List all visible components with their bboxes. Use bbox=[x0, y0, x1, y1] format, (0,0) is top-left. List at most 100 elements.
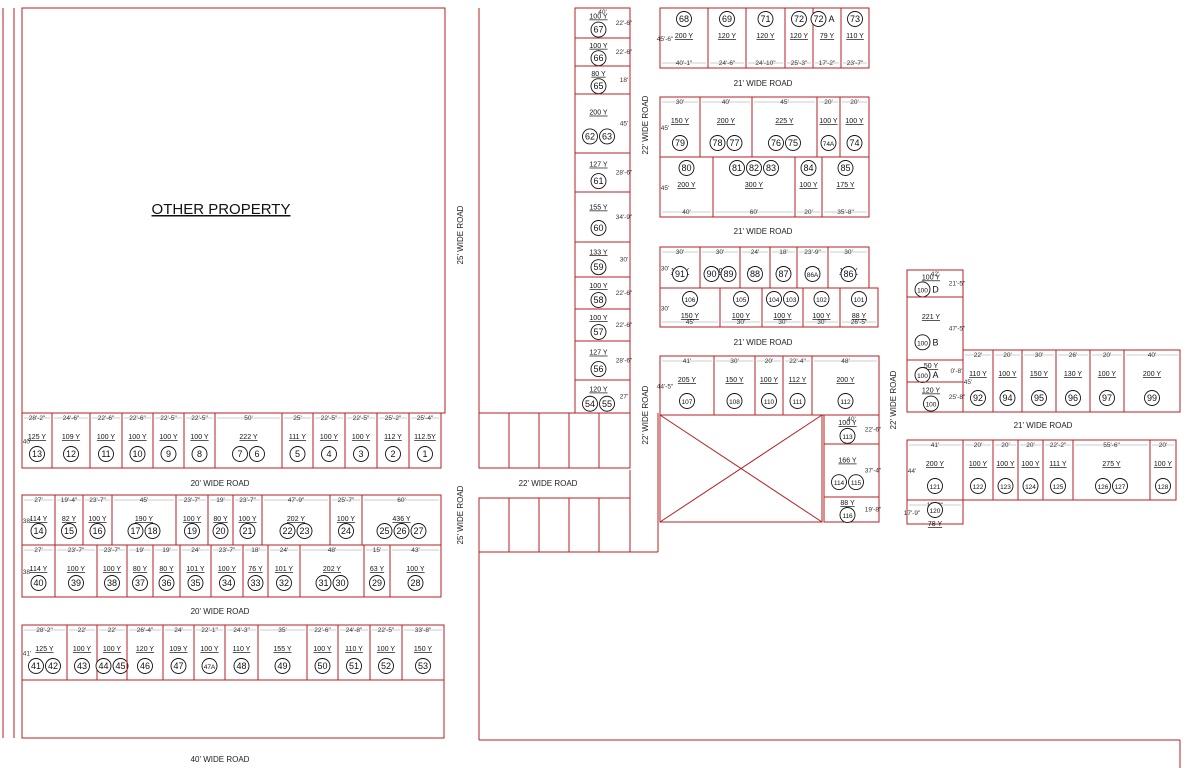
plot[interactable]: 25'-2"112 Y2 bbox=[376, 412, 410, 469]
plot[interactable]: 18'60 Y87 bbox=[769, 246, 798, 289]
plot[interactable]: 23'-7"100 Y34 bbox=[210, 544, 244, 598]
plot[interactable]: 23'-7"100 Y38 bbox=[96, 544, 128, 598]
plot[interactable]: 25'-7"100 Y24 bbox=[329, 494, 363, 546]
plot[interactable]: 15'63 Y29 bbox=[363, 544, 391, 598]
plot[interactable]: 35'155 Y49 bbox=[257, 624, 308, 681]
plot[interactable]: 30'100 Y86 bbox=[827, 246, 870, 289]
plot[interactable]: 22'-5"100 Y9 bbox=[152, 412, 185, 469]
plot[interactable]: 23'-7"100 Y16 bbox=[82, 494, 113, 546]
plot[interactable]: 22'-5"100 Y52 bbox=[369, 624, 403, 681]
plot[interactable]: 24'80 Y88 bbox=[739, 246, 771, 289]
plot[interactable]: 27'114 Y14 bbox=[21, 494, 56, 546]
plot[interactable]: 24'109 Y47 bbox=[162, 624, 195, 681]
plot[interactable]: 24'-3"110 Y48 bbox=[224, 624, 259, 681]
plot[interactable]: 26'-4"120 Y46 bbox=[126, 624, 164, 681]
plot[interactable]: 19'-4"82 Y15 bbox=[54, 494, 84, 546]
plot[interactable]: 20'100 Y74 bbox=[839, 96, 870, 158]
plot[interactable]: 25'-4"112.5Y1 bbox=[408, 412, 442, 469]
plot[interactable]: 25'111 Y5 bbox=[281, 412, 314, 469]
plot[interactable]: 22'-6"100 Y50 bbox=[306, 624, 339, 681]
plot[interactable]: 19'80 Y37 bbox=[126, 544, 154, 598]
plot[interactable]: 18'76 Y33 bbox=[242, 544, 269, 598]
plot[interactable]: 40'200 Y99 bbox=[1123, 349, 1181, 413]
plot[interactable]: 23'-7"100 Y21 bbox=[232, 494, 263, 546]
plot[interactable]: 24'101 Y32 bbox=[267, 544, 301, 598]
plot[interactable]: 26'130 Y96 bbox=[1055, 349, 1091, 413]
plot[interactable]: 24'-6"109 Y12 bbox=[51, 412, 91, 469]
plot[interactable]: 22'110 Y92 bbox=[962, 349, 994, 413]
plot[interactable]: 22'-5"100 Y4 bbox=[312, 412, 346, 469]
plot[interactable]: 23'-7"100 Y39 bbox=[54, 544, 98, 598]
plot[interactable]: 23'-9"79 Y86A bbox=[796, 246, 829, 289]
plot[interactable]: 27'114 Y40 bbox=[21, 544, 56, 598]
plot[interactable]: 30'150 Y95 bbox=[1021, 349, 1057, 413]
plot[interactable]: 19'80 Y36 bbox=[152, 544, 181, 598]
plot[interactable]: 22'-5"100 Y8 bbox=[183, 412, 216, 469]
plot[interactable]: 19'80 Y20 bbox=[207, 494, 234, 546]
plot[interactable]: 24'101 Y35 bbox=[179, 544, 212, 598]
plot[interactable]: 22'-6"100 Y11 bbox=[89, 412, 123, 469]
plot[interactable]: 20'100 Y97 bbox=[1089, 349, 1125, 413]
plot[interactable]: 23'-7"100 Y19 bbox=[175, 494, 209, 546]
plot[interactable]: 20'100 Y94 bbox=[992, 349, 1023, 413]
plot[interactable]: 22'-6"100 Y10 bbox=[121, 412, 154, 469]
plot[interactable]: 33'-8"150 Y53 bbox=[401, 624, 445, 681]
plot[interactable]: 24'-8"110 Y51 bbox=[337, 624, 371, 681]
plot[interactable]: 22'100 Y43 bbox=[66, 624, 98, 681]
plot[interactable]: 22'-5"100 Y3 bbox=[344, 412, 378, 469]
